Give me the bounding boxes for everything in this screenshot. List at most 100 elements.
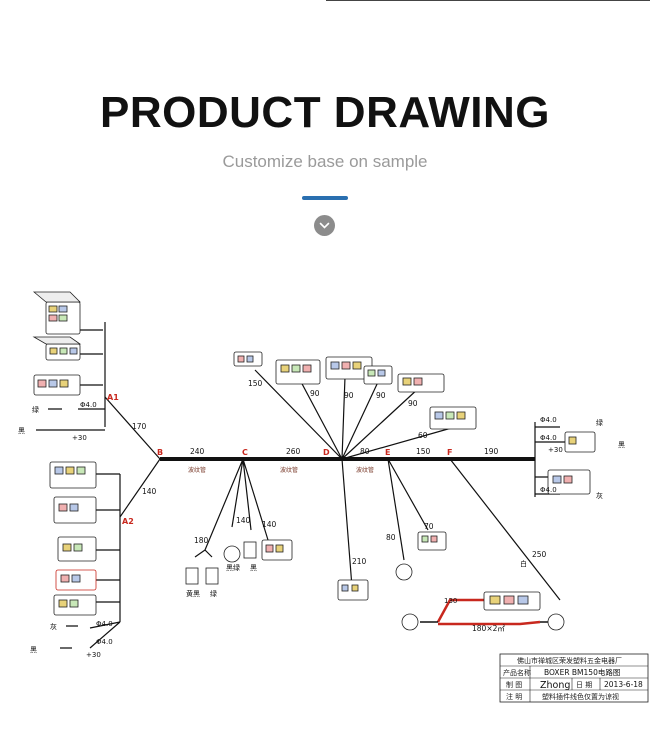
connector-left-8 — [53, 594, 97, 616]
d-e-f-lower-branches — [341, 458, 561, 601]
chevron-down-icon — [319, 222, 330, 229]
len-c-d: 260 — [286, 447, 301, 456]
ring-terminal-battery-right — [547, 613, 565, 631]
left-lbl-plus2: +30 — [86, 651, 101, 659]
len-d-top6: 60 — [418, 431, 428, 440]
len-d-top5: 90 — [408, 399, 418, 408]
tb-name-value: BOXER BM150电路图 — [544, 667, 620, 677]
len-d-e: 80 — [360, 447, 370, 456]
right-lbl-phi1: Φ4.0 — [540, 416, 557, 424]
right-lbl-plus: +30 — [548, 446, 563, 454]
left-terminal-leads — [36, 408, 78, 649]
len-battery-dim: 180×2㎡ — [472, 624, 505, 633]
page-title: PRODUCT DRAWING — [100, 88, 550, 137]
a1-branch — [50, 396, 161, 460]
top-divider-line — [326, 0, 650, 1]
left-lbl-phi1: Φ4.0 — [80, 401, 97, 409]
len-e-f: 150 — [416, 447, 431, 456]
right-lbl-phi2: Φ4.0 — [540, 434, 557, 442]
tb-drawn-label: 制 图 — [506, 680, 522, 689]
len-d-top1: 150 — [248, 379, 263, 388]
node-a2-label: A2 — [122, 517, 134, 526]
connector-top-5 — [397, 373, 445, 393]
tb-company: 佛山市禅城区荣发塑料五金电器厂 — [517, 656, 622, 665]
tb-date-value: 2013-6-18 — [604, 680, 643, 689]
battery-box — [483, 591, 541, 611]
right-terminal-labels: Φ4.0 绿 Φ4.0 黑 +30 Φ4.0 灰 — [540, 416, 625, 500]
battery-red-wire — [436, 598, 541, 626]
ring-terminal-battery-left — [401, 613, 419, 631]
right-harness — [534, 422, 565, 497]
len-f-end: 190 — [484, 447, 499, 456]
len-d-top2: 90 — [310, 389, 320, 398]
left-lbl-phi2: Φ4.0 — [96, 620, 113, 628]
bottom-lbl-c2: 绿 — [210, 589, 217, 598]
connector-top-6 — [429, 406, 477, 430]
right-lbl-1: 绿 — [596, 418, 603, 427]
right-lbl-3: 灰 — [596, 491, 603, 500]
connector-right-2 — [547, 469, 591, 495]
bottom-lbl-f: 白 — [520, 559, 527, 568]
len-d-low: 210 — [352, 557, 367, 566]
node-b-label: B — [157, 448, 163, 457]
left-lbl-2: 黑 — [18, 427, 25, 435]
length-labels: 240 260 80 150 190 170 140 150 90 90 90 … — [132, 379, 547, 633]
connector-top-2 — [275, 359, 321, 385]
connector-left-7 — [55, 569, 97, 591]
tb-note-label: 注 明 — [506, 692, 522, 701]
title-block: 佛山市禅城区荣发塑料五金电器厂 产品名称 BOXER BM150电路图 制 图 … — [499, 653, 649, 703]
len-e-low2: 70 — [424, 522, 434, 531]
connector-left-1 — [32, 291, 81, 335]
node-e-label: E — [385, 448, 390, 457]
connector-top-3 — [325, 356, 373, 380]
page-subtitle: Customize base on sample — [222, 152, 428, 171]
d-upper-fan — [254, 369, 456, 460]
scroll-down-button[interactable] — [314, 215, 335, 236]
sleeve-labels: 波纹管 波纹管 波纹管 — [188, 466, 374, 474]
connector-e-low — [417, 531, 447, 551]
node-c-label: C — [242, 448, 248, 457]
bottom-terminal-labels: 黄黑 绿 黑绿 黑 白 — [186, 559, 527, 598]
tb-date-label: 日 期 — [576, 681, 592, 689]
connector-right-1 — [564, 431, 596, 453]
a2-branch — [89, 458, 161, 649]
sleeve-label-1: 波纹管 — [188, 466, 206, 474]
len-f-low: 250 — [532, 550, 547, 559]
node-labels: A1 A2 B C D E F — [107, 393, 452, 526]
len-battery-red: 130 — [444, 597, 457, 605]
len-d-top4: 90 — [376, 391, 386, 400]
len-b-c: 240 — [190, 447, 205, 456]
tb-name-label: 产品名称 — [503, 668, 531, 677]
len-d-top3: 90 — [344, 391, 354, 400]
connector-c-1 — [261, 539, 293, 561]
connector-left-6 — [57, 536, 97, 562]
len-c-low1: 180 — [194, 536, 209, 545]
len-c-low2: 140 — [236, 516, 251, 525]
connector-top-4 — [363, 365, 393, 385]
right-lbl-phi3: Φ4.0 — [540, 486, 557, 494]
sleeve-label-3: 波纹管 — [356, 466, 374, 474]
len-a1-b: 170 — [132, 422, 147, 431]
accent-bar — [302, 196, 348, 200]
c-lower-branches — [194, 458, 269, 558]
left-terminal-labels: 绿 Φ4.0 黑 +30 灰 Φ4.0 Φ4.0 黑 +30 — [18, 401, 113, 659]
left-lbl-plus1: +30 — [72, 434, 87, 442]
bottom-lbl-c1: 黄黑 — [186, 589, 200, 598]
ring-terminal-c — [223, 545, 241, 563]
node-a1-label: A1 — [107, 393, 119, 402]
connector-left-4 — [49, 461, 97, 489]
tb-drawn-value: Zhong — [540, 680, 570, 691]
bottom-lbl-c3: 黑绿 — [226, 563, 240, 572]
left-lbl-3: 灰 — [50, 622, 57, 631]
wiring-harness-diagram: A1 A2 B C D E F 240 260 80 150 190 170 1… — [18, 291, 649, 703]
sleeve-label-2: 波纹管 — [280, 466, 298, 474]
bottom-lbl-c4: 黑 — [250, 564, 257, 572]
connector-left-3 — [33, 374, 81, 396]
connector-left-2 — [32, 336, 82, 361]
left-lbl-phi3: Φ4.0 — [96, 638, 113, 646]
len-a2-b: 140 — [142, 487, 157, 496]
len-c-low3: 140 — [262, 520, 277, 529]
left-lbl-1: 绿 — [32, 405, 39, 414]
left-upper-harness — [80, 322, 106, 397]
left-lbl-4: 黑 — [30, 646, 37, 654]
